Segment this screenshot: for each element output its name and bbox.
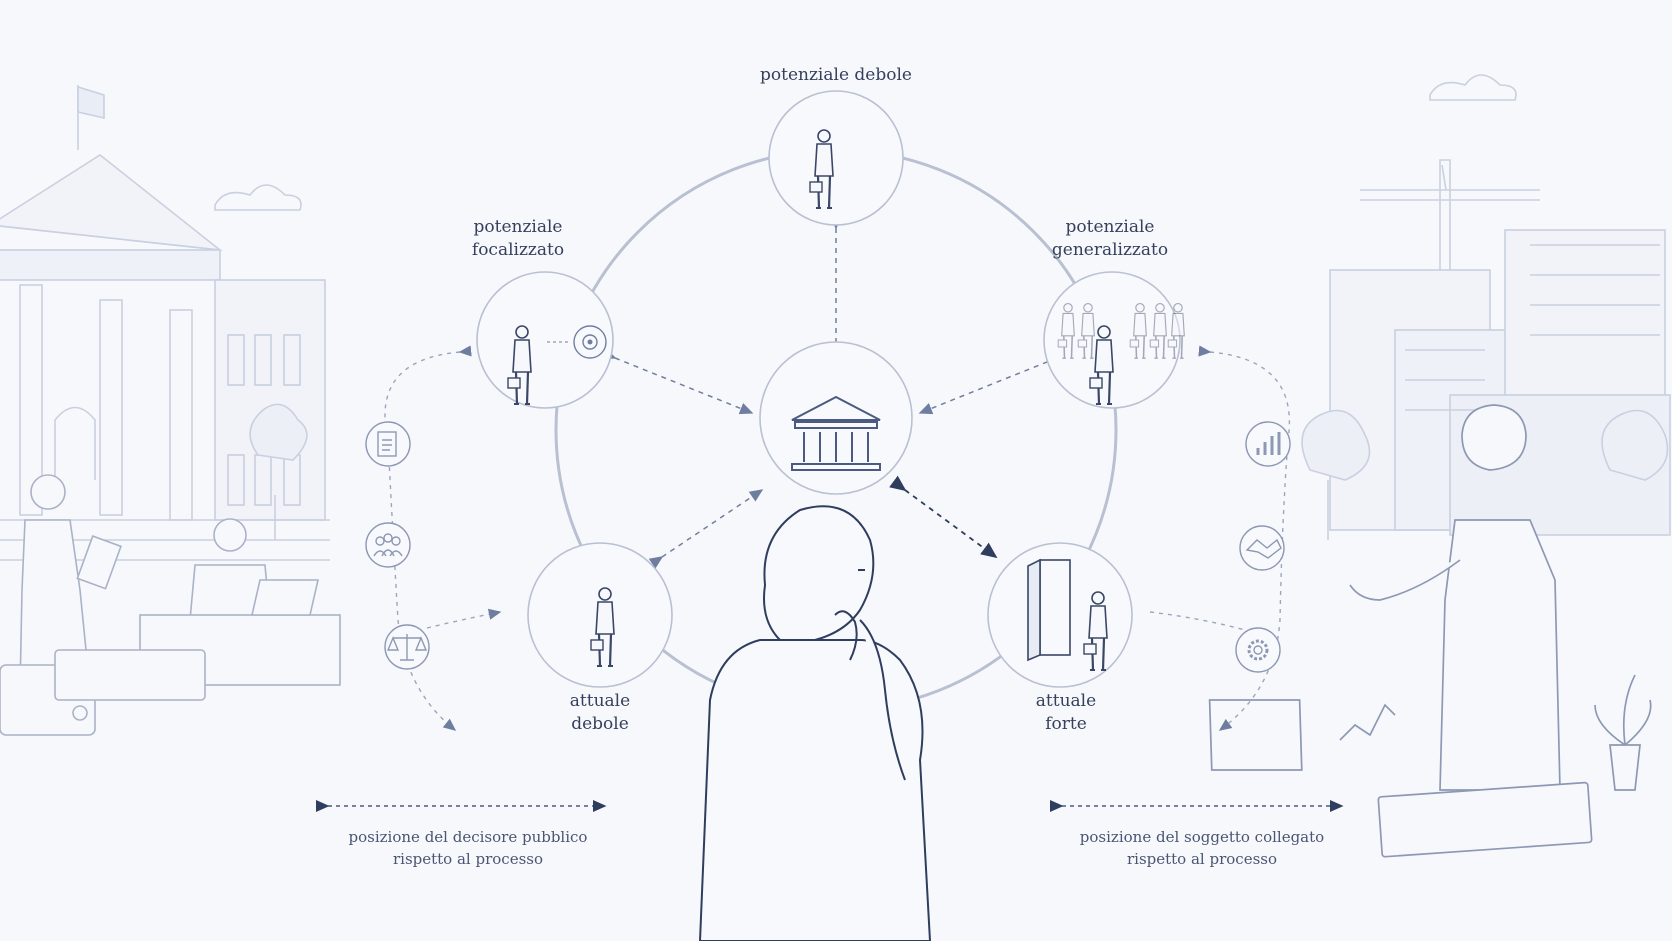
node-label-upper-right: potenziale generalizzato	[1030, 216, 1190, 262]
node-label-upper-right-line2: generalizzato	[1051, 240, 1169, 260]
caption-left: posizione del decisore pubblico rispetto…	[318, 826, 618, 870]
side-icons-left	[365, 421, 430, 670]
node-label-top: potenziale debole	[760, 65, 912, 85]
caption-right: posizione del soggetto collegato rispett…	[1052, 826, 1352, 870]
node-label-upper-right-line1: potenziale	[1065, 217, 1155, 237]
caption-right-line1: posizione del soggetto collegato	[1079, 828, 1325, 846]
document-icon	[365, 421, 411, 467]
node-upper-right-potenziale-generalizzato	[1043, 271, 1186, 409]
scales-icon	[384, 624, 430, 670]
node-center-institution	[759, 341, 913, 495]
thinker-figure	[698, 505, 932, 941]
node-label-lower-left-line2: debole	[571, 714, 629, 734]
people-group-icon	[365, 522, 411, 568]
office-workers-sketch	[0, 474, 341, 736]
node-lower-left-attuale-debole	[527, 542, 673, 688]
node-lower-right-attuale-forte	[987, 542, 1133, 688]
handshake-icon	[1239, 525, 1285, 571]
door-icon	[1027, 558, 1071, 662]
node-upper-left-potenziale-focalizzato	[476, 271, 614, 409]
bar-chart-icon	[1245, 421, 1291, 467]
node-label-upper-left-line2: focalizzato	[471, 240, 565, 260]
consultant-sketch	[1208, 404, 1652, 858]
government-building-sketch	[0, 85, 330, 561]
caption-left-line1: posizione del decisore pubblico	[348, 828, 588, 846]
node-label-upper-left: potenziale focalizzato	[448, 216, 588, 262]
caption-right-line2: rispetto al processo	[1126, 850, 1277, 868]
side-arcs	[384, 345, 1290, 731]
gear-icon	[1235, 627, 1281, 673]
node-label-upper-left-line1: potenziale	[473, 217, 563, 237]
node-label-lower-right-line1: attuale	[1035, 691, 1097, 711]
strong-link-arrow	[889, 475, 998, 559]
node-label-lower-right-line2: forte	[1045, 714, 1087, 734]
node-label-lower-right: attuale forte	[1006, 690, 1126, 736]
node-label-lower-left-line1: attuale	[569, 691, 631, 711]
node-top-potenziale-debole	[768, 90, 904, 226]
city-skyline-sketch	[214, 74, 1671, 540]
node-label-lower-left: attuale debole	[540, 690, 660, 736]
side-icons-right	[1235, 421, 1291, 673]
spoke-arrows	[601, 216, 1071, 569]
caption-left-line2: rispetto al processo	[392, 850, 543, 868]
institution-icon	[791, 395, 881, 471]
